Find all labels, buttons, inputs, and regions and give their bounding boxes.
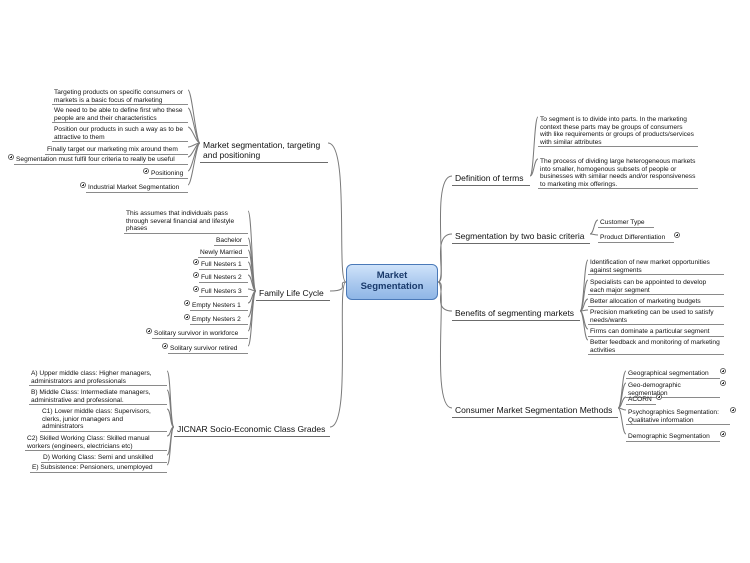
targeting-item[interactable]: We need to be able to define first who t…	[52, 107, 188, 124]
branch-jicnar[interactable]: JICNAR Socio-Economic Class Grades	[174, 424, 330, 437]
expand-plus-icon[interactable]	[184, 300, 190, 306]
targeting-item[interactable]: Industrial Market Segmentation	[86, 184, 188, 193]
targeting-item[interactable]: Positioning	[149, 170, 188, 179]
benefits-item[interactable]: Better feedback and monitoring of market…	[588, 339, 724, 356]
jicnar-item[interactable]: C2) Skilled Working Class: Skilled manua…	[25, 435, 167, 452]
targeting-item[interactable]: Segmentation must fulfil four criteria t…	[14, 156, 188, 165]
expand-plus-icon[interactable]	[184, 314, 190, 320]
targeting-item[interactable]: Position our products in such a way as t…	[52, 126, 188, 143]
family-item[interactable]: This assumes that individuals pass throu…	[124, 210, 248, 234]
jicnar-item[interactable]: A) Upper middle class: Higher managers, …	[29, 370, 167, 387]
two-criteria-item[interactable]: Customer Type	[598, 219, 654, 228]
expand-plus-icon[interactable]	[720, 368, 726, 374]
expand-plus-icon[interactable]	[193, 272, 199, 278]
jicnar-item[interactable]: B) Middle Class: Intermediate managers, …	[29, 389, 167, 406]
consumer-methods-item[interactable]: Psychographics Segmentation: Qualitative…	[626, 409, 730, 426]
branch-definition[interactable]: Definition of terms	[452, 173, 530, 186]
family-item[interactable]: Empty Nesters 1	[190, 302, 248, 311]
benefits-item[interactable]: Specialists can be appointed to develop …	[588, 279, 724, 296]
expand-plus-icon[interactable]	[656, 394, 662, 400]
consumer-methods-item[interactable]: ACORN	[626, 396, 656, 405]
branch-family[interactable]: Family Life Cycle	[256, 288, 330, 301]
two-criteria-item[interactable]: Product Differentiation	[598, 234, 674, 243]
consumer-methods-item[interactable]: Geographical segmentation	[626, 370, 720, 379]
expand-plus-icon[interactable]	[720, 380, 726, 386]
expand-plus-icon[interactable]	[8, 154, 14, 160]
family-item[interactable]: Solitary survivor retired	[168, 345, 248, 354]
benefits-item[interactable]: Better allocation of marketing budgets	[588, 298, 724, 307]
family-item[interactable]: Bachelor	[214, 237, 248, 246]
branch-two-criteria[interactable]: Segmentation by two basic criteria	[452, 231, 590, 244]
family-item[interactable]: Full Nesters 2	[199, 274, 248, 283]
branch-targeting[interactable]: Market segmentation, targeting and posit…	[200, 140, 328, 163]
consumer-methods-item[interactable]: Demographic Segmentation	[626, 433, 720, 442]
expand-plus-icon[interactable]	[143, 168, 149, 174]
expand-plus-icon[interactable]	[193, 259, 199, 265]
family-item[interactable]: Empty Nesters 2	[190, 316, 248, 325]
expand-plus-icon[interactable]	[80, 182, 86, 188]
definition-item[interactable]: To segment is to divide into parts. In t…	[538, 116, 698, 148]
expand-plus-icon[interactable]	[730, 407, 736, 413]
targeting-item[interactable]: Finally target our marketing mix around …	[45, 146, 188, 155]
family-item[interactable]: Solitary survivor in workforce	[152, 330, 248, 339]
jicnar-item[interactable]: C1) Lower middle class: Supervisors, cle…	[40, 408, 167, 432]
family-item[interactable]: Newly Married	[198, 249, 248, 258]
family-item[interactable]: Full Nesters 3	[199, 288, 248, 297]
expand-plus-icon[interactable]	[162, 343, 168, 349]
benefits-item[interactable]: Precision marketing can be used to satis…	[588, 309, 724, 326]
consumer-methods-item[interactable]: Geo-demographic segmentation	[626, 382, 720, 399]
central-topic[interactable]: Market Segmentation	[346, 264, 438, 300]
jicnar-item[interactable]: E) Subsistence: Pensioners, unemployed	[30, 464, 167, 473]
expand-plus-icon[interactable]	[146, 328, 152, 334]
benefits-item[interactable]: Firms can dominate a particular segment	[588, 328, 724, 337]
branch-benefits[interactable]: Benefits of segmenting markets	[452, 308, 580, 321]
definition-item[interactable]: The process of dividing large heterogene…	[538, 158, 698, 190]
branch-consumer-methods[interactable]: Consumer Market Segmentation Methods	[452, 405, 618, 418]
benefits-item[interactable]: Identification of new market opportuniti…	[588, 259, 724, 276]
expand-plus-icon[interactable]	[674, 232, 680, 238]
jicnar-item[interactable]: D) Working Class: Semi and unskilled	[41, 454, 167, 463]
family-item[interactable]: Full Nesters 1	[199, 261, 248, 270]
expand-plus-icon[interactable]	[193, 286, 199, 292]
expand-plus-icon[interactable]	[720, 431, 726, 437]
targeting-item[interactable]: Targeting products on specific consumers…	[52, 89, 188, 106]
